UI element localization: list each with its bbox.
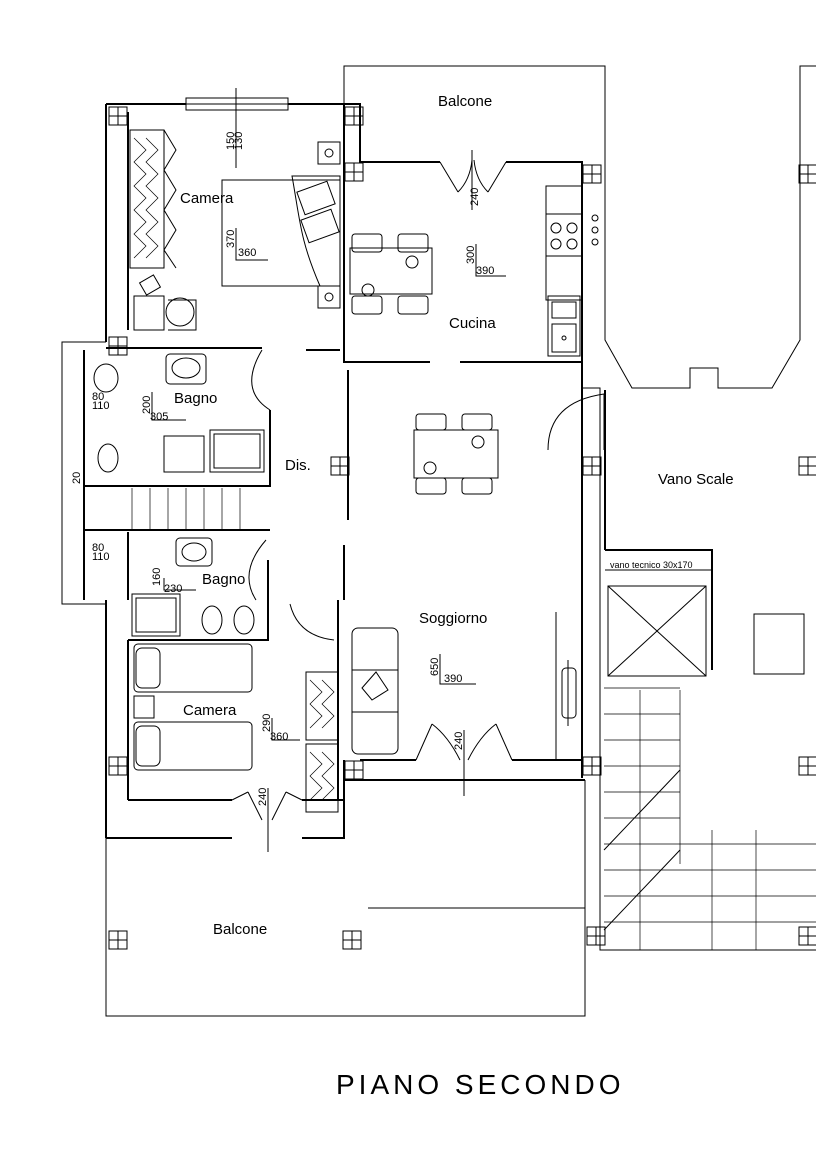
double-bed-top [221, 141, 341, 309]
dim-sill-left: 20 [71, 472, 83, 484]
dim-soggiorno-h: 650 [429, 658, 441, 676]
wardrobe-top [129, 129, 177, 269]
dim-camera-bottom-h: 290 [261, 714, 273, 732]
dim-camera-top-w: 360 [238, 247, 256, 259]
dim-window-left-b: 110 [92, 400, 110, 412]
column-marker [108, 106, 128, 126]
dim-window-left-a: 80 [92, 391, 104, 403]
room-label-cucina: Cucina [449, 315, 496, 332]
column-marker [798, 164, 816, 184]
dim-window-left2-a: 80 [92, 542, 104, 554]
exterior-walls [61, 65, 816, 1017]
dim-bagno-1-w: 305 [150, 411, 168, 423]
room-label-dis: Dis. [285, 457, 311, 474]
dim-cucina-w: 390 [476, 265, 494, 277]
dim-camera-top-h: 370 [225, 230, 237, 248]
column-marker [342, 930, 362, 950]
dim-window-left2-b: 110 [92, 551, 110, 563]
dim-window-top-a: 150 [225, 132, 237, 150]
twin-beds [133, 643, 253, 771]
dim-bagno-1-h: 200 [141, 396, 153, 414]
doors [231, 150, 605, 852]
column-marker [108, 930, 128, 950]
column-marker [108, 336, 128, 356]
room-label-camera-top: Camera [180, 190, 234, 207]
columns [108, 106, 816, 950]
dim-door-camera-bottom: 240 [257, 788, 269, 806]
column-marker [586, 926, 606, 946]
kitchen-table [349, 233, 433, 315]
desk-top [133, 274, 197, 331]
column-marker [108, 756, 128, 776]
wardrobe-bottom [305, 671, 339, 813]
interior-walls [84, 104, 713, 800]
vano-tecnico-box [607, 585, 805, 677]
room-label-bagno-2: Bagno [202, 571, 245, 588]
staircase [603, 687, 816, 950]
column-marker [798, 926, 816, 946]
column-marker [582, 164, 602, 184]
top-window [185, 88, 289, 168]
room-label-balcone-bottom: Balcone [213, 921, 267, 938]
left-staircase [131, 488, 241, 530]
kitchen-fixtures [545, 185, 599, 357]
column-marker [798, 456, 816, 476]
plan-title: PIANO SECONDO [336, 1069, 624, 1100]
column-marker [344, 162, 364, 182]
column-marker [582, 756, 602, 776]
bathroom-2-fixtures [131, 537, 255, 637]
dining-table [413, 413, 499, 495]
sofa [351, 627, 399, 755]
bathroom-1-fixtures [93, 353, 265, 473]
dim-camera-bottom-w: 360 [270, 731, 288, 743]
dim-door-balcony-top: 240 [469, 188, 481, 206]
room-label-camera-bottom: Camera [183, 702, 237, 719]
dim-bagno-2-w: 230 [164, 583, 182, 595]
column-marker [330, 456, 350, 476]
dim-door-soggiorno: 240 [453, 732, 465, 750]
dim-bagno-2-h: 160 [151, 568, 163, 586]
room-label-vano-tecnico: vano tecnico 30x170 [610, 560, 693, 570]
column-marker [344, 760, 364, 780]
column-marker [344, 106, 364, 126]
stair-direction [603, 769, 681, 931]
dim-window-top-b: 130 [233, 132, 245, 150]
dim-soggiorno-w: 390 [444, 673, 462, 685]
room-label-bagno-1: Bagno [174, 390, 217, 407]
dimension-lines [151, 228, 506, 741]
dim-cucina-h: 300 [465, 246, 477, 264]
column-marker [798, 756, 816, 776]
column-marker [582, 456, 602, 476]
room-label-balcone-top: Balcone [438, 93, 492, 110]
room-label-soggiorno: Soggiorno [419, 610, 487, 627]
tv-unit [561, 660, 577, 726]
room-label-vano-scale: Vano Scale [658, 471, 734, 488]
